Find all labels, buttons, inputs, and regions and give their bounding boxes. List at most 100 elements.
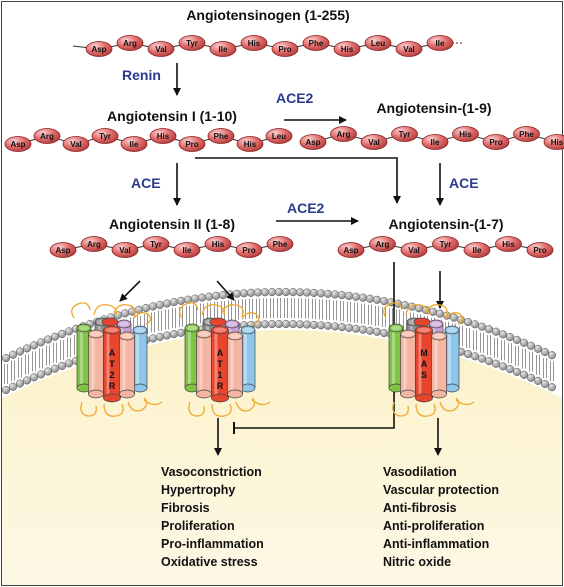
- residue-val: Val: [147, 41, 175, 57]
- svg-text:His: His: [157, 132, 170, 141]
- residue-ile: Ile: [209, 41, 237, 57]
- svg-text:Arg: Arg: [40, 132, 54, 141]
- residue-phe: Phe: [266, 236, 294, 252]
- mas-letter: A: [421, 359, 428, 369]
- ace2-top-label: ACE2: [276, 90, 314, 106]
- svg-text:His: His: [459, 130, 472, 139]
- svg-text:His: His: [244, 140, 257, 149]
- svg-text:Val: Val: [70, 140, 82, 149]
- residue-asp: Asp: [85, 41, 113, 57]
- residue-pro: Pro: [178, 136, 206, 152]
- svg-text:Arg: Arg: [87, 240, 101, 249]
- residue-ile: Ile: [421, 134, 449, 150]
- residue-phe: Phe: [207, 128, 235, 144]
- residue-arg: Arg: [369, 236, 396, 252]
- residue-tyr: Tyr: [391, 126, 418, 142]
- residue-tyr: Tyr: [432, 236, 459, 252]
- angiotensin-1-7-title: Angiotensin-(1-7): [388, 216, 503, 232]
- svg-text:Ile: Ile: [183, 246, 192, 255]
- mas-effects-list: Vasodilation Vascular protection Anti-fi…: [383, 465, 499, 569]
- svg-text:Ile: Ile: [431, 138, 440, 147]
- ace-right-label: ACE: [449, 175, 479, 191]
- svg-text:Ile: Ile: [436, 39, 445, 48]
- residue-arg: Arg: [33, 128, 61, 144]
- residue-his: His: [495, 236, 522, 252]
- residue-val: Val: [62, 136, 90, 152]
- residue-his: His: [236, 136, 264, 152]
- svg-text:His: His: [248, 39, 261, 48]
- ang1-to-ang17-arrow: [195, 157, 401, 204]
- svg-text:Tyr: Tyr: [186, 39, 198, 48]
- residue-arg: Arg: [80, 236, 108, 252]
- svg-text:Pro: Pro: [242, 246, 255, 255]
- svg-text:His: His: [341, 45, 354, 54]
- effect-left-5: Pro-inflammation: [161, 537, 264, 551]
- svg-text:Tyr: Tyr: [399, 130, 411, 139]
- residue-his: His: [204, 236, 232, 252]
- at2r-loops: [71, 302, 163, 417]
- angiotensinogen-title: Angiotensinogen (1-255): [186, 7, 349, 23]
- effect-right-1: Vasodilation: [383, 465, 457, 479]
- residue-asp: Asp: [299, 134, 327, 150]
- svg-text:Tyr: Tyr: [99, 132, 111, 141]
- effect-right-2: Vascular protection: [383, 483, 499, 497]
- residue-val: Val: [395, 41, 423, 57]
- residue-tyr: Tyr: [178, 35, 206, 51]
- svg-text:Val: Val: [119, 246, 131, 255]
- angiotensin-1-title: Angiotensin I (1-10): [107, 108, 237, 124]
- at1r-effects-list: Vasoconstriction Hypertrophy Fibrosis Pr…: [161, 465, 264, 569]
- residue-his: His: [240, 35, 268, 51]
- svg-text:His: His: [551, 138, 564, 147]
- svg-text:Val: Val: [403, 45, 415, 54]
- residue-his: His: [333, 41, 361, 57]
- svg-text:Leu: Leu: [371, 39, 385, 48]
- at2r-letter: 2: [109, 370, 114, 380]
- at2r-letter: T: [109, 359, 115, 369]
- ang2-to-at1r-arrow: [216, 280, 235, 301]
- svg-text:Arg: Arg: [337, 130, 351, 139]
- angiotensin-2-title: Angiotensin II (1-8): [109, 216, 235, 232]
- svg-text:Asp: Asp: [91, 45, 106, 54]
- svg-text:Pro: Pro: [533, 246, 546, 255]
- effect-right-4: Anti-proliferation: [383, 519, 484, 533]
- ang2-to-at2r-arrow: [119, 280, 141, 302]
- effect-left-4: Proliferation: [161, 519, 235, 533]
- residue-his: His: [149, 128, 177, 144]
- svg-text:Pro: Pro: [489, 138, 502, 147]
- svg-text:Pro: Pro: [185, 140, 198, 149]
- residue-pro: Pro: [271, 41, 299, 57]
- svg-text:Arg: Arg: [376, 240, 390, 249]
- svg-text:Asp: Asp: [10, 140, 25, 149]
- at1r-loops: [179, 302, 271, 417]
- svg-text:Phe: Phe: [519, 130, 534, 139]
- at1r-letter: R: [217, 381, 224, 391]
- svg-text:Ile: Ile: [130, 140, 139, 149]
- effect-left-1: Vasoconstriction: [161, 465, 262, 479]
- mas-letter: M: [420, 348, 428, 358]
- svg-text:Phe: Phe: [309, 39, 324, 48]
- svg-text:His: His: [502, 240, 515, 249]
- residue-his: His: [452, 126, 479, 142]
- residue-ile: Ile: [426, 35, 454, 51]
- residue-phe: Phe: [513, 126, 540, 142]
- residue-val: Val: [111, 242, 139, 258]
- svg-text:Tyr: Tyr: [150, 240, 162, 249]
- peptide-chains: AspArgValTyrIleHisProPheHisLeuValIleAspA…: [4, 35, 564, 258]
- residue-tyr: Tyr: [142, 236, 170, 252]
- effect-left-6: Oxidative stress: [161, 555, 258, 569]
- svg-text:Tyr: Tyr: [440, 240, 452, 249]
- svg-text:Val: Val: [155, 45, 167, 54]
- svg-text:Ile: Ile: [219, 45, 228, 54]
- svg-text:Ile: Ile: [473, 246, 482, 255]
- residue-ile: Ile: [120, 136, 148, 152]
- mas-letter: S: [421, 370, 427, 380]
- mas-receptor: MAS: [383, 302, 475, 417]
